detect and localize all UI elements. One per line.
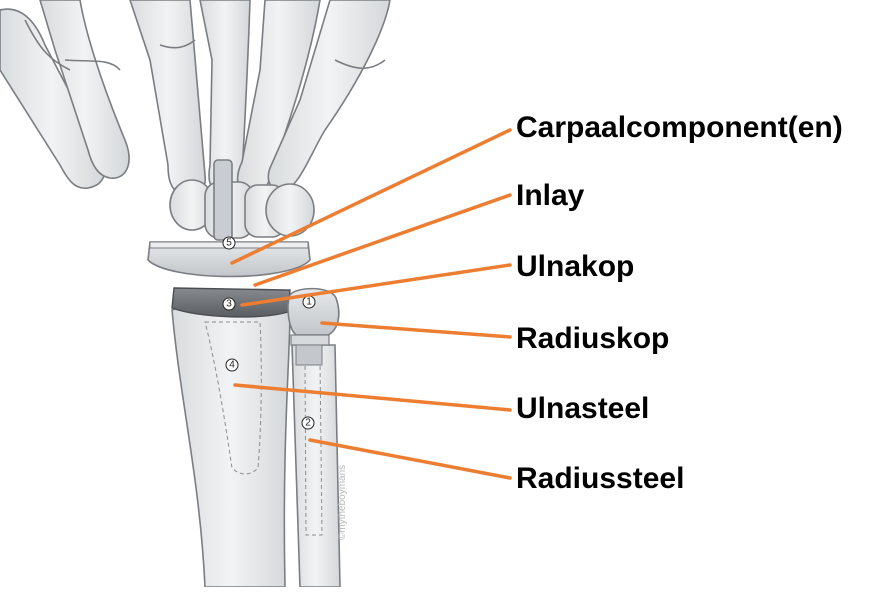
marker-4: 4 <box>226 359 238 371</box>
marker-5-text: 5 <box>226 238 232 249</box>
hand-bones <box>0 0 390 196</box>
radius-bone <box>292 345 340 587</box>
marker-1-text: 1 <box>306 297 312 308</box>
label-radiussteel: Radiussteel <box>516 464 684 494</box>
label-radiuskop: Radiuskop <box>516 324 669 354</box>
marker-4-text: 4 <box>229 360 235 371</box>
marker-3: 3 <box>223 298 235 310</box>
marker-5: 5 <box>223 237 235 249</box>
marker-2: 2 <box>302 417 314 429</box>
label-inlay: Inlay <box>516 181 584 211</box>
label-carpaalcomponent: Carpaalcomponent(en) <box>516 113 843 143</box>
label-ulnasteel: Ulnasteel <box>516 394 649 424</box>
leader-radiuskop <box>322 323 510 337</box>
marker-1: 1 <box>303 296 315 308</box>
marker-2-text: 2 <box>305 418 311 429</box>
label-ulnakop: Ulnakop <box>516 252 634 282</box>
ulna-bone <box>172 303 290 588</box>
marker-3-text: 3 <box>226 299 232 310</box>
credit-text: ©mytheboymans <box>337 465 348 540</box>
